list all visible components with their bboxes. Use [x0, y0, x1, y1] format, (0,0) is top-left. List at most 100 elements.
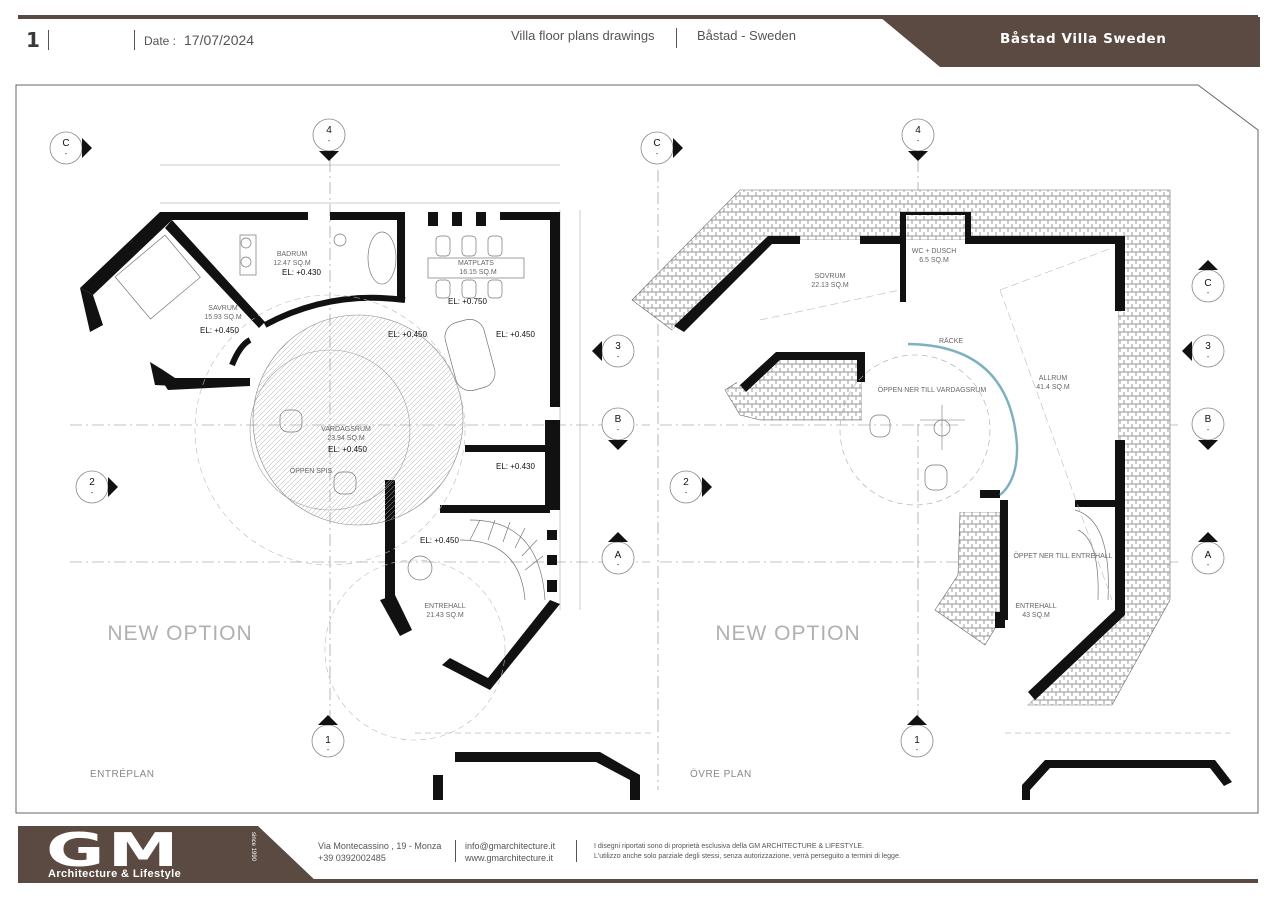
phone-number: +39 0392002485	[318, 853, 386, 863]
svg-text:B: B	[615, 414, 622, 425]
svg-text:1: 1	[914, 735, 920, 746]
logo-mark: GM	[46, 823, 182, 877]
svg-text:-: -	[916, 747, 919, 754]
svg-text:1: 1	[325, 735, 331, 746]
plan-label: ÖVRE PLAN	[690, 768, 752, 780]
elevation-label: EL: +0.450	[200, 326, 239, 335]
grid-marker: B-	[601, 407, 635, 450]
footer-rule	[18, 879, 1258, 883]
grid-marker: A-	[601, 532, 635, 575]
room-label: MATPLATS	[458, 260, 494, 267]
grid-marker: 3-	[1182, 334, 1225, 368]
svg-text:3: 3	[1205, 341, 1211, 352]
email-link[interactable]: info@gmarchitecture.it	[465, 841, 556, 851]
svg-text:-: -	[91, 490, 94, 497]
elevation-label: EL: +0.450	[496, 330, 535, 339]
grid-marker: C-	[640, 131, 683, 165]
legal-notice: I disegni riportati sono di proprietà es…	[594, 842, 954, 862]
legal-line: L'utilizzo anche solo parziale degli ste…	[594, 853, 901, 860]
elevation-label: EL: +0.450	[388, 330, 427, 339]
header-rule	[18, 15, 1258, 19]
grid-marker: 4-	[901, 118, 935, 161]
svg-text:4: 4	[326, 125, 332, 136]
website-link[interactable]: www.gmarchitecture.it	[465, 853, 554, 863]
date-value: 17/07/2024	[184, 32, 255, 48]
room-area: 15.93 SQ.M	[204, 314, 242, 321]
svg-text:-: -	[1207, 354, 1210, 361]
grid-marker: 1-	[900, 715, 934, 758]
svg-text:C: C	[1204, 278, 1211, 289]
svg-text:-: -	[917, 138, 920, 145]
header-divider	[676, 28, 677, 48]
room-area: 23.94 SQ.M	[327, 435, 365, 442]
svg-text:-: -	[617, 562, 620, 569]
grid-marker: C-	[1191, 260, 1225, 303]
elevation-label: EL: +0.750	[448, 297, 487, 306]
svg-text:-: -	[1207, 290, 1210, 297]
svg-text:-: -	[1207, 562, 1210, 569]
room-label: ÖPPEN SPIS	[290, 467, 333, 475]
svg-text:-: -	[617, 427, 620, 434]
room-label: ENTREHALL	[1015, 603, 1056, 610]
svg-text:2: 2	[683, 477, 689, 488]
svg-text:4: 4	[915, 125, 921, 136]
svg-text:A: A	[615, 550, 622, 561]
room-label: RÄCKE	[939, 337, 963, 345]
room-area: 6.5 SQ.M	[919, 257, 949, 264]
grid-marker: C-	[49, 131, 92, 165]
svg-text:B: B	[1205, 414, 1212, 425]
upper-floor-plan: SOVRUM 22.13 SQ.M WC + DUSCH 6.5 SQ.M RÄ…	[631, 189, 1232, 800]
grid-marker: A-	[1191, 532, 1225, 575]
room-label: ÖPPEN NER TILL VARDAGSRUM	[878, 386, 987, 394]
svg-text:C: C	[653, 138, 660, 149]
ground-floor-plan: BADRUM 12.47 SQ.M MATPLATS 16.15 SQ.M SA…	[80, 164, 655, 800]
header-divider	[134, 30, 135, 50]
company-address: Via Montecassino , 19 - Monza +39 039200…	[318, 840, 441, 864]
room-label: ALLRUM	[1039, 375, 1068, 382]
room-label: WC + DUSCH	[912, 248, 957, 255]
room-area: 21.43 SQ.M	[426, 612, 464, 619]
sheet-frame	[15, 84, 1259, 814]
plan-label: ENTRÉPLAN	[90, 767, 155, 780]
date-label: Date :	[144, 34, 177, 48]
svg-text:-: -	[328, 138, 331, 145]
grid-marker: 2-	[75, 470, 118, 504]
title-banner	[880, 17, 1260, 67]
room-area: 12.47 SQ.M	[273, 260, 311, 267]
company-contact: info@gmarchitecture.it www.gmarchitectur…	[465, 840, 555, 864]
elevation-label: EL: +0.450	[328, 445, 367, 454]
svg-text:A: A	[1205, 550, 1212, 561]
elevation-label: EL: +0.430	[496, 462, 535, 471]
room-label: ENTREHALL	[424, 603, 465, 610]
elevation-label: EL: +0.430	[282, 268, 321, 277]
drawing-subtitle: Villa floor plans drawings	[511, 28, 655, 43]
svg-text:-: -	[656, 151, 659, 158]
svg-text:-: -	[327, 747, 330, 754]
room-label: SOVRUM	[815, 273, 846, 280]
company-logo	[18, 826, 318, 883]
svg-text:-: -	[1207, 427, 1210, 434]
room-area: 43 SQ.M	[1022, 612, 1050, 619]
room-label: ÖPPET NER TILL ENTREHALL	[1013, 552, 1112, 560]
elevation-label: EL: +0.450	[420, 536, 459, 545]
header-divider	[48, 30, 49, 50]
svg-text:2: 2	[89, 477, 95, 488]
footer-divider	[576, 840, 577, 862]
logo-since: since 1990	[250, 832, 256, 862]
room-area: 22.13 SQ.M	[811, 282, 849, 289]
footer-divider	[455, 840, 456, 862]
svg-text:C: C	[62, 138, 69, 149]
svg-text:3: 3	[615, 341, 621, 352]
svg-text:-: -	[685, 490, 688, 497]
room-label: BADRUM	[277, 251, 308, 258]
logo-subtitle: Architecture & Lifestyle	[48, 868, 182, 880]
room-label: VARDAGSRUM	[321, 426, 371, 433]
address-line: Via Montecassino , 19 - Monza	[318, 841, 442, 851]
option-watermark: NEW OPTION	[107, 622, 252, 645]
room-label: SAVRUM	[208, 305, 238, 312]
grid-marker: 2-	[669, 470, 712, 504]
legal-line: I disegni riportati sono di proprietà es…	[594, 843, 864, 850]
svg-text:-: -	[617, 354, 620, 361]
room-area: 41.4 SQ.M	[1036, 384, 1070, 391]
page-number: 1	[26, 28, 40, 52]
